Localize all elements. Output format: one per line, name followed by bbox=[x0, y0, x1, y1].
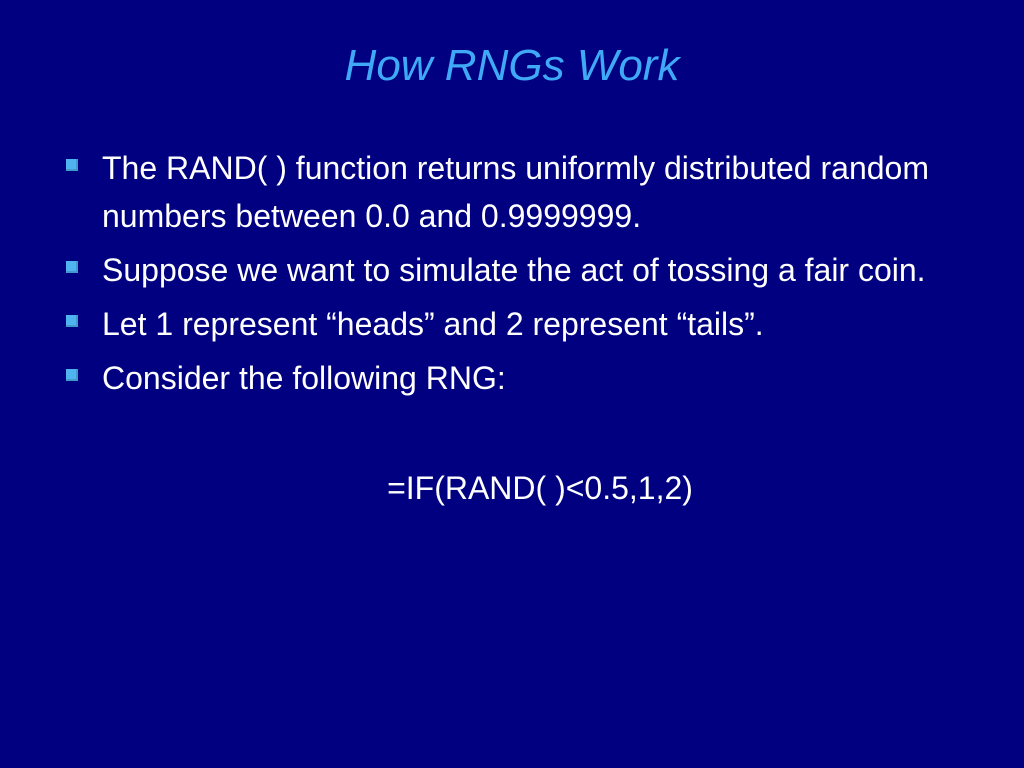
square-bullet-icon bbox=[66, 159, 78, 171]
square-bullet-icon bbox=[66, 315, 78, 327]
bullet-item: Let 1 represent “heads” and 2 represent … bbox=[60, 300, 980, 348]
bullet-item: Consider the following RNG: bbox=[60, 354, 980, 402]
square-bullet-icon bbox=[66, 261, 78, 273]
bullet-text: The RAND( ) function returns uniformly d… bbox=[102, 150, 929, 234]
bullet-text: Let 1 represent “heads” and 2 represent … bbox=[102, 306, 764, 342]
bullet-item: Suppose we want to simulate the act of t… bbox=[60, 246, 980, 294]
square-bullet-icon bbox=[66, 369, 78, 381]
bullet-text: Consider the following RNG: bbox=[102, 360, 506, 396]
bullet-text: Suppose we want to simulate the act of t… bbox=[102, 252, 926, 288]
slide-title: How RNGs Work bbox=[344, 41, 680, 90]
bullet-list: The RAND( ) function returns uniformly d… bbox=[60, 144, 980, 408]
formula-text: =IF(RAND( )<0.5,1,2) bbox=[387, 470, 693, 506]
bullet-item: The RAND( ) function returns uniformly d… bbox=[60, 144, 980, 240]
